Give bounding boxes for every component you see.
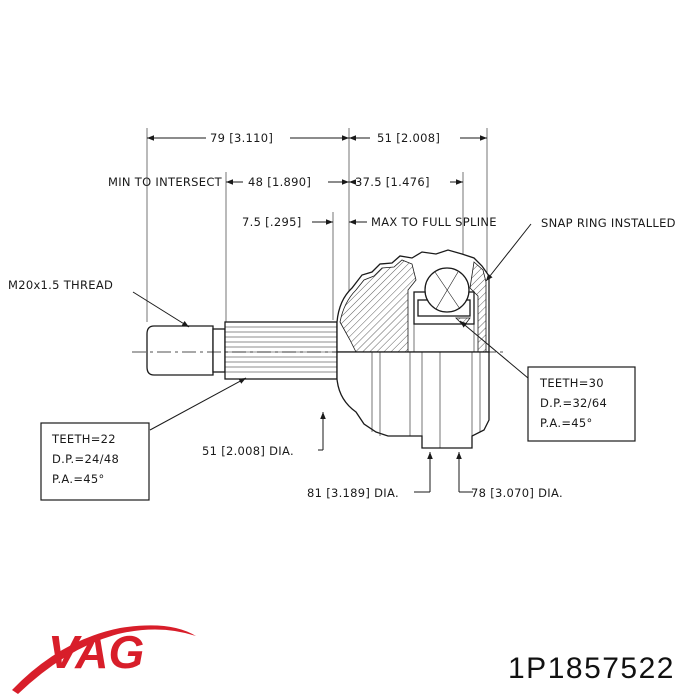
dim-inner-dia: 78 [3.070] DIA. bbox=[471, 486, 563, 500]
logo-swoosh bbox=[12, 625, 196, 694]
outer-housing bbox=[336, 249, 490, 353]
inner-spline-pa: P.A.=45° bbox=[540, 416, 593, 430]
outer-spline-spec-box: TEETH=22 D.P.=24/48 P.A.=45° bbox=[40, 422, 150, 501]
label-min-intersect: MIN TO INTERSECT bbox=[108, 175, 223, 189]
inner-spline-teeth: TEETH=30 bbox=[539, 376, 604, 390]
logo-wordmark: VAG bbox=[48, 626, 144, 678]
outer-spline-teeth: TEETH=22 bbox=[51, 432, 116, 446]
inner-spline-spec-box: TEETH=30 D.P.=32/64 P.A.=45° bbox=[527, 366, 636, 442]
part-number: 1P1857522 bbox=[508, 652, 675, 685]
label-thread: M20x1.5 THREAD bbox=[8, 278, 113, 292]
leader-lines bbox=[132, 223, 532, 493]
housing-lower bbox=[336, 351, 490, 449]
dim-intersect-spline: 37.5 [1.476] bbox=[355, 175, 430, 189]
outer-spline-pa: P.A.=45° bbox=[52, 472, 105, 486]
shaft bbox=[146, 321, 338, 380]
vag-logo: VAG bbox=[12, 625, 196, 694]
dim-thread-gap: 7.5 [.295] bbox=[242, 215, 302, 229]
dim-seal-dia: 51 [2.008] DIA. bbox=[202, 444, 294, 458]
dimension-lines bbox=[147, 135, 487, 225]
dim-outer-dia: 81 [3.189] DIA. bbox=[307, 486, 399, 500]
label-snap-ring: SNAP RING INSTALLED bbox=[541, 216, 676, 230]
dim-overall-shaft: 79 [3.110] bbox=[210, 131, 273, 145]
inner-spline-dp: D.P.=32/64 bbox=[540, 396, 607, 410]
dim-housing: 51 [2.008] bbox=[377, 131, 440, 145]
outer-spline-dp: D.P.=24/48 bbox=[52, 452, 119, 466]
dim-spline-length: 48 [1.890] bbox=[248, 175, 311, 189]
label-max-full-spline: MAX TO FULL SPLINE bbox=[371, 215, 497, 229]
